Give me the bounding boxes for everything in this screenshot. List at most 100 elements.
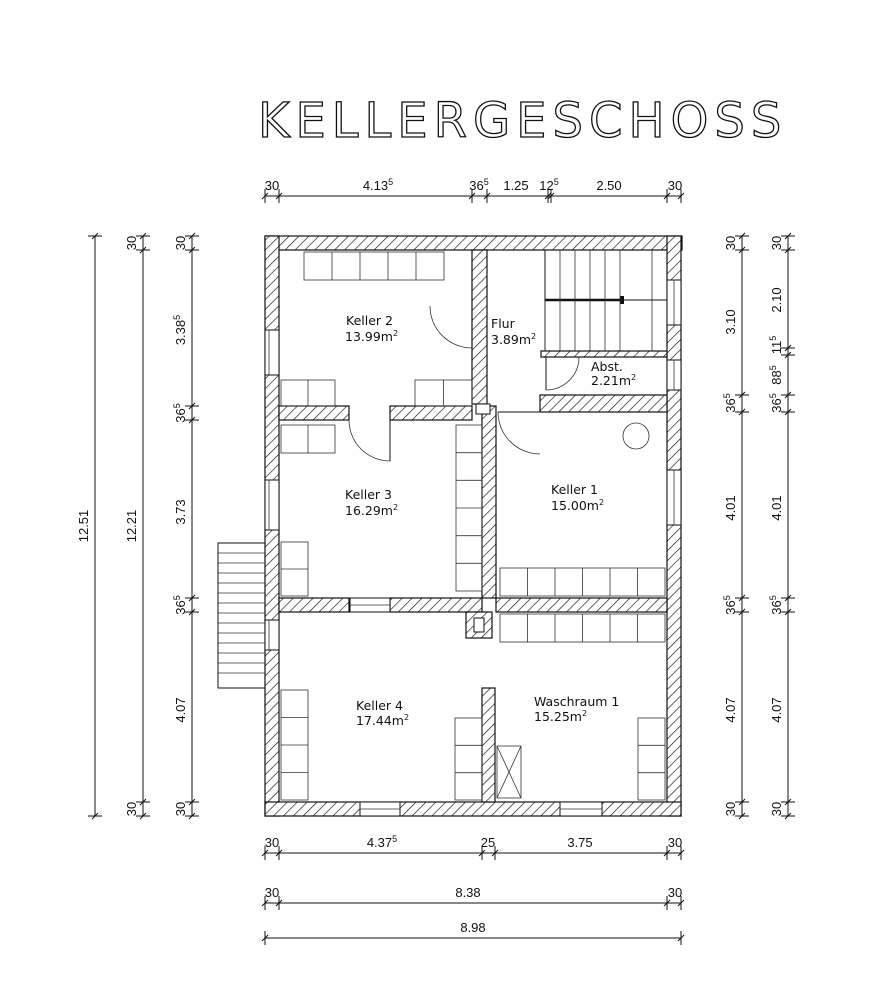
dim-slash [784, 798, 792, 806]
dim-label: 1.25 [503, 178, 528, 193]
dim-label: 2.50 [596, 178, 621, 193]
room-area: 15.00m2 [551, 498, 604, 513]
shelf-waschraum-right [637, 717, 666, 801]
dim-label: 30 [769, 802, 784, 816]
room-name: Keller 1 [551, 482, 598, 497]
dim-label: 30 [265, 885, 279, 900]
chimney-flue [473, 617, 485, 633]
dim-label: 885 [768, 365, 784, 384]
dim-label: 365 [768, 595, 784, 614]
dim-slash [261, 899, 269, 907]
dim-slash [663, 849, 671, 857]
window [264, 479, 280, 531]
room-area: 3.89m2 [491, 332, 536, 347]
wall-segment [264, 801, 682, 817]
dim-slash [188, 402, 196, 410]
dim-slash [738, 408, 746, 416]
dim-slash [275, 899, 283, 907]
dim-label: 365 [722, 595, 738, 614]
shelf-keller3-top [280, 424, 336, 454]
dim-slash [738, 812, 746, 820]
dim-slash [738, 246, 746, 254]
dim-slash [139, 246, 147, 254]
room-area: 16.29m2 [345, 503, 398, 518]
dim-slash [784, 351, 792, 359]
dim-label: 30 [173, 236, 188, 250]
room-keller-3: Keller 3 16.29m2 [345, 487, 398, 518]
window [264, 619, 280, 651]
shelf-keller3-left [280, 541, 309, 597]
shelf-keller3-right [455, 424, 483, 592]
wall-segment [471, 249, 488, 405]
dim-label: 4.01 [769, 495, 784, 520]
dim-label: 4.01 [723, 495, 738, 520]
shelf-outline [637, 717, 666, 801]
wall-segment [481, 687, 496, 803]
room-name: Abst. [591, 359, 623, 374]
shower-tray [496, 745, 522, 799]
dim-slash [784, 391, 792, 399]
dim-slash [188, 812, 196, 820]
dim-label: 30 [124, 236, 139, 250]
dim-slash [663, 899, 671, 907]
boiler-icon [622, 422, 650, 450]
dim-slash [468, 192, 476, 200]
room-keller-4: Keller 4 17.44m2 [356, 698, 409, 728]
dim-label: 3.10 [723, 309, 738, 334]
room-name: Keller 2 [346, 313, 393, 328]
dim-slash [188, 798, 196, 806]
dim-label: 30 [668, 178, 682, 193]
dim-slash [275, 192, 283, 200]
dim-slash [491, 849, 499, 857]
wall-segment [264, 235, 683, 251]
wall-segment [278, 597, 350, 613]
window [264, 329, 280, 376]
dim-slash [784, 408, 792, 416]
dim-slash [188, 594, 196, 602]
dim-label: 30 [265, 178, 279, 193]
room-area: 15.25m2 [534, 709, 587, 724]
room-name: Flur [491, 316, 516, 331]
wall-segment [278, 405, 350, 421]
dim-label: 30 [668, 885, 682, 900]
dim-label: 115 [768, 336, 784, 355]
rail-end [620, 296, 624, 304]
shelf-keller2-bottom-left [280, 379, 336, 407]
door-keller2-swing [429, 305, 473, 349]
dim-label: 12.21 [124, 510, 139, 543]
walls [264, 235, 683, 817]
dim-slash [188, 246, 196, 254]
dim-label: 30 [723, 236, 738, 250]
room-keller-1: Keller 1 15.00m2 [551, 482, 604, 513]
dim-label: 3.385 [172, 315, 188, 345]
dim-label: 30 [723, 802, 738, 816]
dim-slash [677, 192, 685, 200]
shelf-keller4-right [454, 717, 483, 801]
door-abst-swing [545, 356, 580, 391]
door-keller1-swing [497, 411, 541, 455]
plan-details [217, 249, 682, 817]
dim-slash [784, 594, 792, 602]
room-area: 2.21m2 [591, 373, 636, 388]
dim-slash [677, 899, 685, 907]
dim-slash [261, 934, 269, 942]
dim-slash [738, 232, 746, 240]
dim-slash [784, 344, 792, 352]
dim-label: 2.10 [769, 287, 784, 312]
room-abstellraum: Abst. 2.21m2 [591, 359, 636, 388]
dim-label: 125 [539, 177, 558, 193]
dim-slash [188, 608, 196, 616]
dim-slash [738, 391, 746, 399]
room-area: 13.99m2 [345, 329, 398, 344]
wall-segment [481, 405, 497, 599]
dim-slash [663, 192, 671, 200]
wall-segment [495, 597, 668, 613]
dim-label: 12.51 [76, 510, 91, 543]
dim-label: 8.98 [460, 920, 485, 935]
column [475, 403, 491, 415]
door-keller3-swing [348, 419, 391, 462]
dim-slash [261, 849, 269, 857]
dim-slash [677, 934, 685, 942]
